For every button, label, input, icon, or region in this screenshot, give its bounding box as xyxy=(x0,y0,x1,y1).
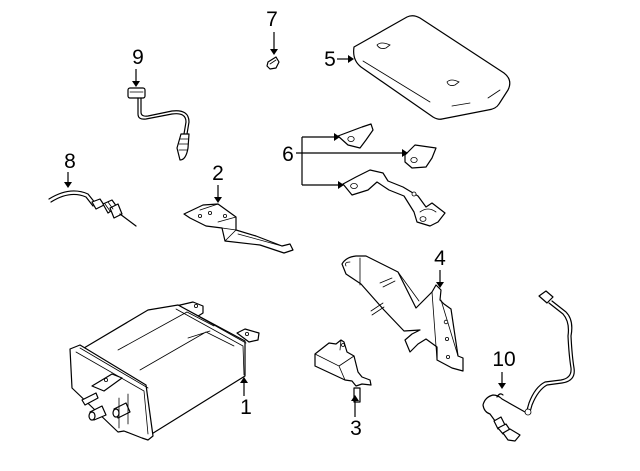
callout-9: 9 xyxy=(132,46,144,87)
callout-4-label: 4 xyxy=(434,247,446,270)
callout-1: 1 xyxy=(240,377,252,419)
callout-3-label: 3 xyxy=(350,417,362,440)
part-10-oxygen-sensor[interactable] xyxy=(482,290,575,442)
callout-2-arrowhead xyxy=(214,197,222,203)
callout-2-label: 2 xyxy=(212,162,224,185)
part-7-clip[interactable] xyxy=(266,56,280,70)
callout-10-label: 10 xyxy=(492,348,515,371)
callout-6: 6 xyxy=(282,133,408,189)
part-4-bracket[interactable] xyxy=(341,255,464,372)
callout-8-label: 8 xyxy=(64,150,76,173)
part-9-oxygen-sensor[interactable] xyxy=(127,87,190,161)
callout-5-label: 5 xyxy=(324,48,336,71)
callout-9-label: 9 xyxy=(132,46,144,69)
callout-8-arrowhead xyxy=(64,182,72,188)
callout-5-arrowhead xyxy=(348,55,354,63)
callout-9-arrowhead xyxy=(132,81,140,87)
part-6-bracket-middle[interactable] xyxy=(404,144,437,169)
callout-4: 4 xyxy=(434,247,446,288)
callout-1-label: 1 xyxy=(240,396,252,419)
callout-5: 5 xyxy=(324,48,354,71)
part-2-bracket[interactable] xyxy=(183,203,294,254)
callout-1-arrowhead xyxy=(240,377,248,383)
callout-7: 7 xyxy=(266,8,278,55)
part-5-cover[interactable] xyxy=(353,15,511,120)
part-3-solenoid[interactable] xyxy=(314,339,372,403)
callout-10: 10 xyxy=(492,348,516,389)
part-6-bracket-upper[interactable] xyxy=(337,123,374,149)
callout-3-arrowhead xyxy=(351,395,359,401)
part-6-bracket-lower[interactable] xyxy=(342,169,446,227)
callout-6-label: 6 xyxy=(282,143,294,166)
callout-4-arrowhead xyxy=(436,282,444,288)
callout-6-arrowhead-top xyxy=(334,133,340,141)
callout-2: 2 xyxy=(212,162,224,203)
callout-10-arrowhead xyxy=(498,383,506,389)
callout-3: 3 xyxy=(350,395,362,440)
callout-8: 8 xyxy=(64,150,76,188)
callout-7-arrowhead xyxy=(270,49,278,55)
callout-6-arrowhead-bottom xyxy=(338,181,344,189)
part-8-oxygen-sensor[interactable] xyxy=(48,190,137,227)
callout-6-arrowhead-middle xyxy=(402,149,408,157)
part-1-canister[interactable] xyxy=(69,301,260,441)
callout-7-label: 7 xyxy=(266,8,278,31)
